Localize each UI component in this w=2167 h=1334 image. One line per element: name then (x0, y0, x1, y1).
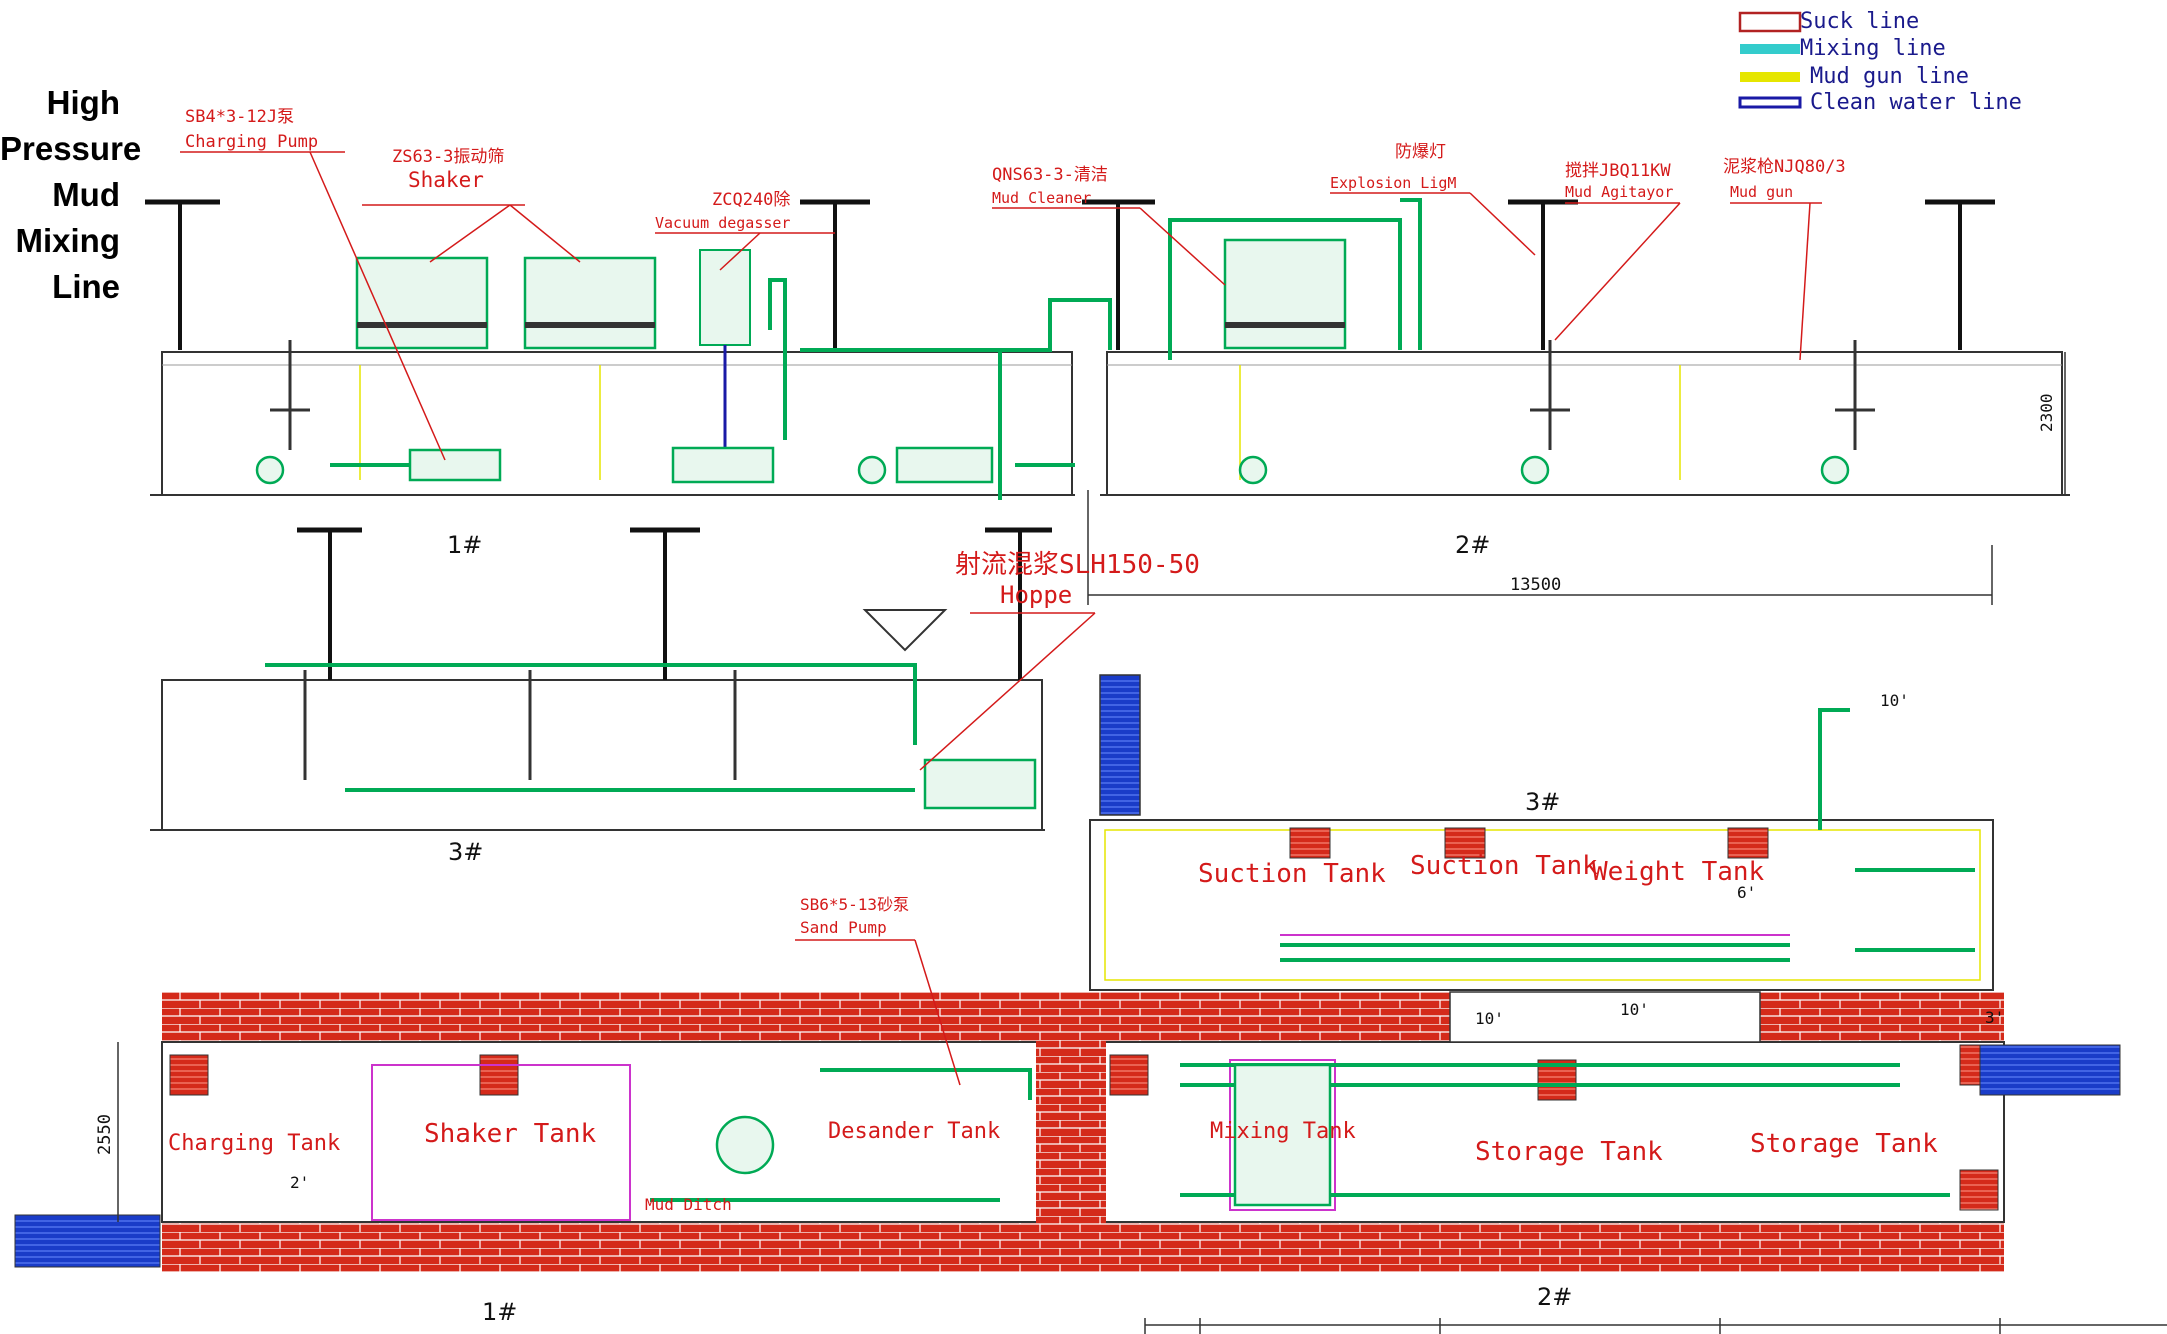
pipe-size-tags: 10' 10' 10' 3' 6' 2' (290, 691, 2004, 1192)
legend-label-mudgun: Mud gun line (1810, 64, 1969, 89)
compartment-shaker: Shaker Tank (424, 1119, 597, 1149)
compartment-suction-2: Suction Tank (1410, 851, 1598, 881)
side-title-line-3: Mud (52, 176, 120, 213)
tank-3-elevation (150, 527, 1052, 831)
label-light-code: 防爆灯 (1395, 142, 1446, 162)
tank-3-plan (1089, 674, 1994, 991)
side-title: High Pressure Mud Mixing Line (0, 80, 142, 310)
label-agitator: Mud Agitayor (1565, 183, 1673, 201)
title-block (1144, 1318, 2167, 1334)
compartment-charging: Charging Tank (168, 1131, 340, 1156)
pipe-size-10-left: 10' (1475, 1009, 1504, 1028)
label-mud-cleaner: Mud Cleaner (992, 189, 1091, 207)
side-title-line-1: High (46, 84, 120, 121)
label-mud-cleaner-code: QNS63-3-清洁 (992, 165, 1108, 185)
legend-label-water: Clean water line (1810, 90, 2022, 115)
plan-walls (14, 991, 2121, 1272)
label-mud-gun: Mud gun (1730, 183, 1793, 201)
label-shaker-code: ZS63-3振动筛 (392, 147, 504, 167)
plan-compartments: Charging Tank Shaker Tank Desander Tank … (168, 1119, 1938, 1214)
tank-id-3-side: 3# (448, 838, 483, 866)
equipment-labels: SB4*3-12J泵 Charging Pump ZS63-3振动筛 Shake… (185, 107, 1846, 232)
label-hopper: Hoppe (1000, 581, 1072, 609)
legend-label-mixing: Mixing line (1800, 36, 1946, 61)
label-mud-ditch: Mud Ditch (645, 1195, 732, 1214)
side-title-line-5: Line (52, 268, 120, 305)
label-degasser-code: ZCQ240除 (712, 190, 790, 210)
pipe-size-6: 6' (1737, 883, 1756, 902)
label-agitator-code: 搅拌JBQ11KW (1565, 161, 1671, 181)
tank-id-3-plan: 3# (1525, 788, 1560, 816)
label-shaker: Shaker (408, 168, 484, 192)
compartment-storage-1: Storage Tank (1475, 1137, 1663, 1167)
compartment-mixing: Mixing Tank (1210, 1119, 1356, 1144)
legend-swatch-water (1738, 96, 1802, 109)
label-light: Explosion LigM (1330, 174, 1456, 192)
pipe-size-10-top: 10' (1880, 691, 1909, 710)
label-charging-pump: Charging Pump (185, 132, 318, 152)
tank-id-2-top: 2# (1455, 531, 1490, 559)
tank-id-1-top: 1# (447, 531, 482, 559)
tank-3-compartments: Suction Tank Suction Tank Weight Tank (1198, 851, 1765, 889)
dim-height-side: 2300 (2037, 393, 2056, 432)
side-title-line-2: Pressure (0, 130, 142, 167)
label-sand-pump: Sand Pump (800, 918, 887, 937)
label-hopper-code: 射流混浆SLH150-50 (955, 550, 1200, 580)
compartment-desander: Desander Tank (828, 1119, 1000, 1144)
label-degasser: Vacuum degasser (655, 214, 790, 232)
dim-length: 13500 (1510, 575, 1561, 595)
label-sand-pump-code: SB6*5-13砂泵 (800, 895, 909, 914)
legend-swatch-suck (1738, 11, 1802, 33)
label-mud-gun-code: 泥浆枪NJQ80/3 (1723, 157, 1846, 177)
tank-id-1-plan: 1# (482, 1298, 517, 1326)
tank-id-2-plan: 2# (1537, 1283, 1572, 1311)
label-charging-pump-code: SB4*3-12J泵 (185, 107, 294, 127)
dim-width-plan: 2550 (95, 1114, 115, 1155)
legend-label-suck: Suck line (1800, 9, 1919, 34)
pipe-size-3: 3' (1985, 1008, 2004, 1027)
top-elevation (145, 198, 2070, 500)
side-title-line-4: Mixing (15, 222, 121, 259)
compartment-weight: Weight Tank (1592, 857, 1765, 887)
pipe-size-2: 2' (290, 1173, 309, 1192)
legend-swatch-mudgun (1740, 72, 1800, 82)
compartment-storage-2: Storage Tank (1750, 1129, 1938, 1159)
pipe-size-10-right: 10' (1620, 1000, 1649, 1019)
compartment-suction-1: Suction Tank (1198, 859, 1386, 889)
legend: Suck line Mixing line Mud gun line Clean… (1738, 9, 2022, 115)
legend-swatch-mixing (1740, 44, 1800, 54)
